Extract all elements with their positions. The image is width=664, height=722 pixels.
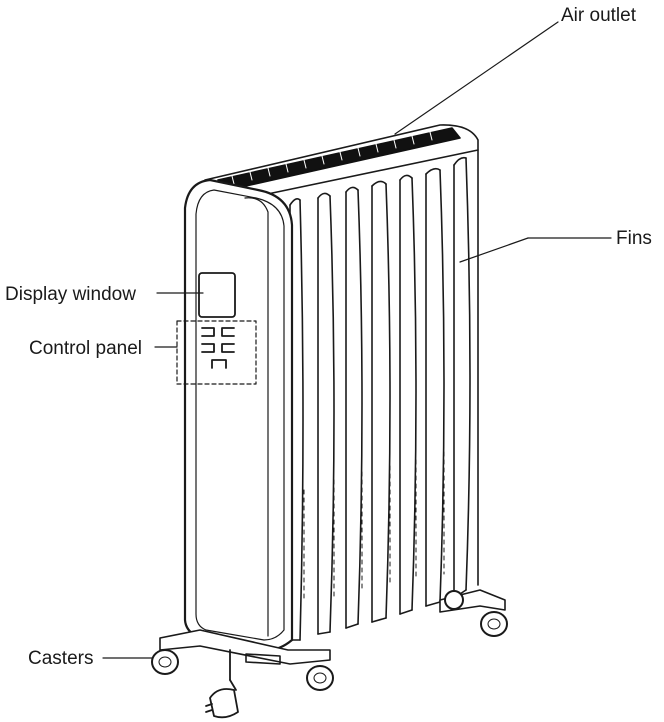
control-panel-outline [177,321,256,384]
power-plug [206,680,238,717]
leader-lines [103,22,611,658]
control-panel-buttons [202,328,234,368]
label-casters: Casters [28,648,94,669]
label-control-panel: Control panel [29,338,143,359]
label-air-outlet: Air outlet [561,5,636,26]
casters [152,591,507,690]
label-display-window: Display window [5,284,136,305]
front-panel [185,180,292,650]
fins [290,150,478,640]
caster-back-left [445,591,463,609]
base [160,590,505,680]
leader-air-outlet [395,22,558,134]
display-window [199,273,235,317]
label-fins: Fins [616,228,652,249]
